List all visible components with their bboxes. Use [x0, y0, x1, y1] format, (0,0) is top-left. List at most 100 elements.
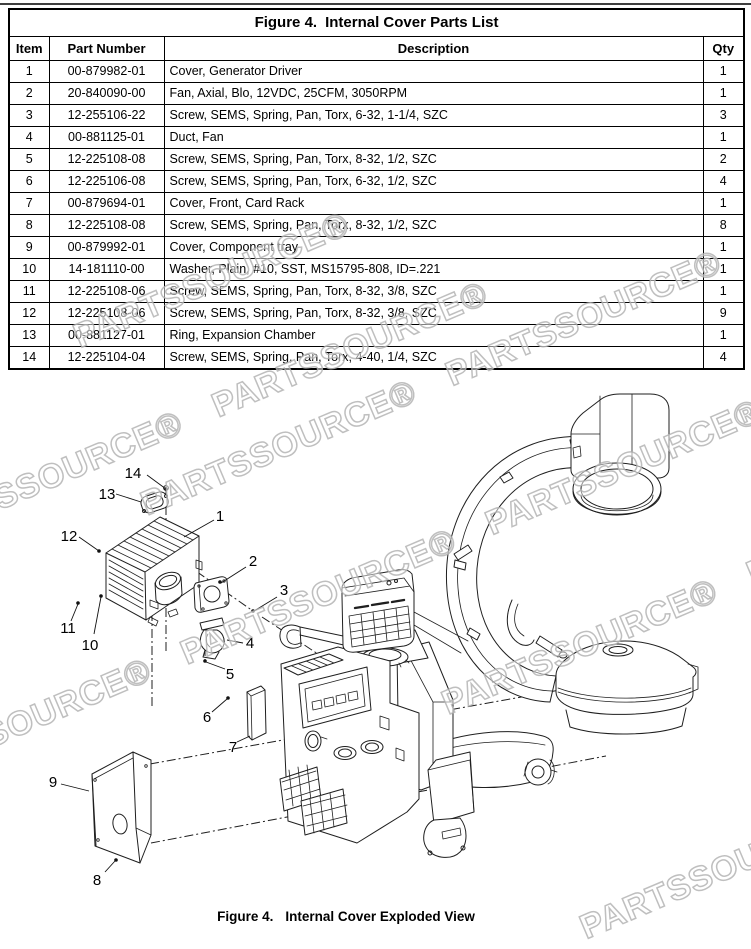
- part-number-cell: 12-225108-08: [48, 214, 165, 237]
- item-cell: 2: [8, 82, 50, 105]
- callout-labels: 14 13 1 12 11 10 2 3 4 5 6 7 9 8: [49, 465, 288, 889]
- col-header-qty: Qty: [702, 36, 745, 61]
- qty-cell: 1: [702, 258, 745, 281]
- item-cell: 1: [8, 60, 50, 83]
- qty-cell: 1: [702, 324, 745, 347]
- qty-cell: 1: [702, 126, 745, 149]
- qty-cell: 2: [702, 148, 745, 171]
- item-cell: 9: [8, 236, 50, 259]
- item-cell: 10: [8, 258, 50, 281]
- axial-fan: [193, 576, 230, 613]
- figure-caption-text: Internal Cover Exploded View: [285, 909, 475, 924]
- table-title-row: Figure 4. Internal Cover Parts List: [8, 8, 745, 37]
- callout-2: 2: [249, 553, 257, 570]
- description-cell: Washer, Plain, #10, SST, MS15795-808, ID…: [163, 258, 704, 281]
- part-number-cell: 12-225104-04: [48, 346, 165, 370]
- item-cell: 4: [8, 126, 50, 149]
- item-cell: 5: [8, 148, 50, 171]
- col-header-description: Description: [163, 36, 704, 61]
- part-number-cell: 12-225108-06: [48, 302, 165, 325]
- qty-cell: 1: [702, 60, 745, 83]
- part-number-cell: 12-225108-06: [48, 280, 165, 303]
- description-cell: Fan, Axial, Blo, 12VDC, 25CFM, 3050RPM: [163, 82, 704, 105]
- part-number-cell: 00-879694-01: [48, 192, 165, 215]
- part-number-cell: 20-840090-00: [48, 82, 165, 105]
- item-cell: 7: [8, 192, 50, 215]
- figure-caption: Figure 4.Internal Cover Exploded View: [120, 909, 572, 924]
- qty-cell: 1: [702, 280, 745, 303]
- col-header-part-number: Part Number: [48, 36, 165, 61]
- callout-7: 7: [229, 739, 237, 756]
- page-edge-line: [0, 3, 751, 5]
- table-title-text: Internal Cover Parts List: [325, 14, 499, 32]
- description-cell: Screw, SEMS, Spring, Pan, Torx, 8-32, 1/…: [163, 214, 704, 237]
- c-arm-machine-drawing: [279, 393, 699, 858]
- description-cell: Duct, Fan: [163, 126, 704, 149]
- table-title: Figure 4. Internal Cover Parts List: [8, 8, 745, 37]
- table-header-row: Item Part Number Description Qty: [8, 36, 745, 61]
- callout-1: 1: [216, 508, 224, 525]
- expansion-chamber-ring: [140, 491, 169, 514]
- description-cell: Screw, SEMS, Spring, Pan, Torx, 8-32, 3/…: [163, 302, 704, 325]
- qty-cell: 1: [702, 236, 745, 259]
- parts-list-table: Figure 4. Internal Cover Parts List Item …: [8, 8, 746, 370]
- generator-driver-cover: [105, 516, 203, 627]
- callout-10: 10: [82, 637, 99, 654]
- item-cell: 11: [8, 280, 50, 303]
- qty-cell: 8: [702, 214, 745, 237]
- qty-cell: 4: [702, 170, 745, 193]
- description-cell: Ring, Expansion Chamber: [163, 324, 704, 347]
- description-cell: Screw, SEMS, Spring, Pan, Torx, 8-32, 1/…: [163, 148, 704, 171]
- fan-duct: [199, 617, 225, 660]
- callout-14: 14: [125, 465, 142, 482]
- description-cell: Screw, SEMS, Spring, Pan, Torx, 4-40, 1/…: [163, 346, 704, 370]
- table-title-prefix: Figure 4.: [254, 14, 318, 32]
- part-number-cell: 14-181110-00: [48, 258, 165, 281]
- callout-8: 8: [93, 872, 101, 889]
- part-number-cell: 00-879982-01: [48, 60, 165, 83]
- callout-4: 4: [246, 635, 254, 652]
- item-cell: 8: [8, 214, 50, 237]
- callout-3: 3: [280, 582, 288, 599]
- callout-12: 12: [61, 528, 78, 545]
- item-cell: 6: [8, 170, 50, 193]
- component-tray-cover: [91, 751, 152, 864]
- callout-5: 5: [226, 666, 234, 683]
- description-cell: Cover, Front, Card Rack: [163, 192, 704, 215]
- item-cell: 12: [8, 302, 50, 325]
- col-header-item: Item: [8, 36, 50, 61]
- part-number-cell: 12-225106-08: [48, 170, 165, 193]
- exploded-parts-drawing: [91, 485, 267, 864]
- parts-list-table-container: Figure 4. Internal Cover Parts List Item …: [8, 8, 746, 370]
- qty-cell: 3: [702, 104, 745, 127]
- description-cell: Cover, Component tray: [163, 236, 704, 259]
- callout-6: 6: [203, 709, 211, 726]
- description-cell: Screw, SEMS, Spring, Pan, Torx, 6-32, 1-…: [163, 104, 704, 127]
- part-number-cell: 00-879992-01: [48, 236, 165, 259]
- callout-leader-lines: [60, 474, 278, 873]
- part-number-cell: 12-255106-22: [48, 104, 165, 127]
- exploded-view-diagram: 14 13 1 12 11 10 2 3 4 5 6 7 9 8: [49, 393, 699, 889]
- item-cell: 3: [8, 104, 50, 127]
- qty-cell: 1: [702, 82, 745, 105]
- part-number-cell: 00-881125-01: [48, 126, 165, 149]
- part-number-cell: 00-881127-01: [48, 324, 165, 347]
- qty-cell: 9: [702, 302, 745, 325]
- part-number-cell: 12-225108-08: [48, 148, 165, 171]
- item-cell: 13: [8, 324, 50, 347]
- card-rack-front-cover: [246, 685, 267, 741]
- callout-13: 13: [99, 486, 116, 503]
- qty-cell: 4: [702, 346, 745, 370]
